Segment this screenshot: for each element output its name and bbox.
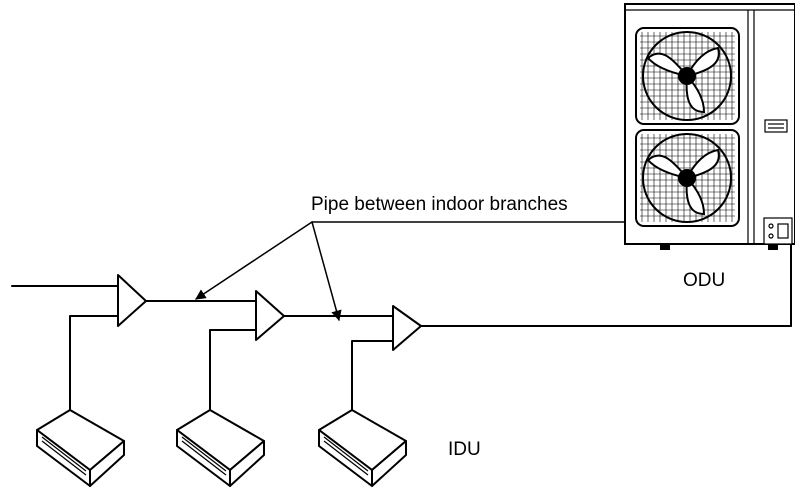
branch-joint-2 — [209, 290, 285, 411]
branch-joint-3 — [351, 305, 422, 411]
indoor-unit-2 — [176, 409, 265, 487]
indoor-unit-1 — [36, 409, 125, 487]
branch-joint-1 — [69, 274, 147, 411]
pipe-label-leader — [195, 221, 626, 322]
pipe-between-branches-label: Pipe between indoor branches — [311, 194, 568, 215]
fan-grille-bottom — [635, 129, 740, 227]
idu-label: IDU — [448, 439, 481, 460]
fan-grille-top — [635, 27, 740, 125]
odu-label: ODU — [683, 270, 726, 291]
indoor-unit-3 — [318, 409, 407, 487]
